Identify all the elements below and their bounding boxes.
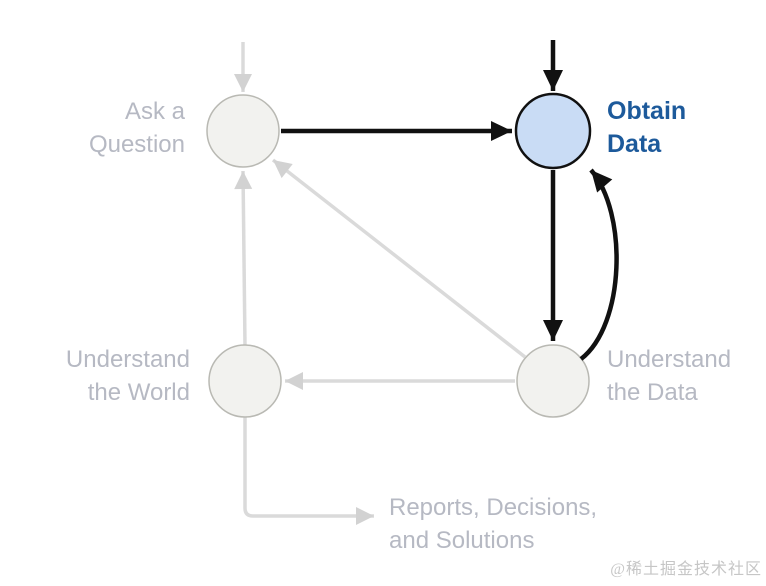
node-understand-the-data-circle — [516, 344, 590, 418]
node-understand-the-data-label: Understand the Data — [607, 343, 731, 409]
label-line: Data — [607, 130, 662, 158]
node-reports-decisions-solutions-label: Reports, Decisions, and Solutions — [389, 491, 597, 557]
node-understand-the-world-label: Understand the World — [66, 343, 190, 409]
node-understand-the-world-circle — [208, 344, 282, 418]
node-obtain-data-circle — [514, 92, 592, 170]
edge-understand-data-to-obtain-data-curved-arrow — [579, 168, 619, 361]
watermark-text: @稀土掘金技术社区 — [610, 561, 762, 578]
label-line: Reports, Decisions, — [389, 494, 598, 521]
label-line: Question — [88, 131, 185, 158]
label-line: the Data — [607, 379, 698, 406]
label-line: the World — [87, 379, 190, 406]
label-line: Ask a — [124, 98, 185, 125]
node-ask-a-question-label: Ask a Question — [89, 95, 185, 161]
edge-understand-world-to-reports-arrow — [243, 417, 374, 525]
edge-understand-data-to-ask-question-arrow — [271, 158, 527, 359]
edge-understand-world-to-ask-question-arrow — [234, 170, 253, 347]
label-line: Understand — [65, 346, 190, 373]
node-ask-a-question-circle — [206, 94, 280, 168]
label-line: Obtain — [607, 97, 687, 125]
label-line: Understand — [607, 346, 732, 373]
node-obtain-data-label: Obtain Data — [607, 95, 686, 161]
label-line: and Solutions — [389, 527, 535, 554]
